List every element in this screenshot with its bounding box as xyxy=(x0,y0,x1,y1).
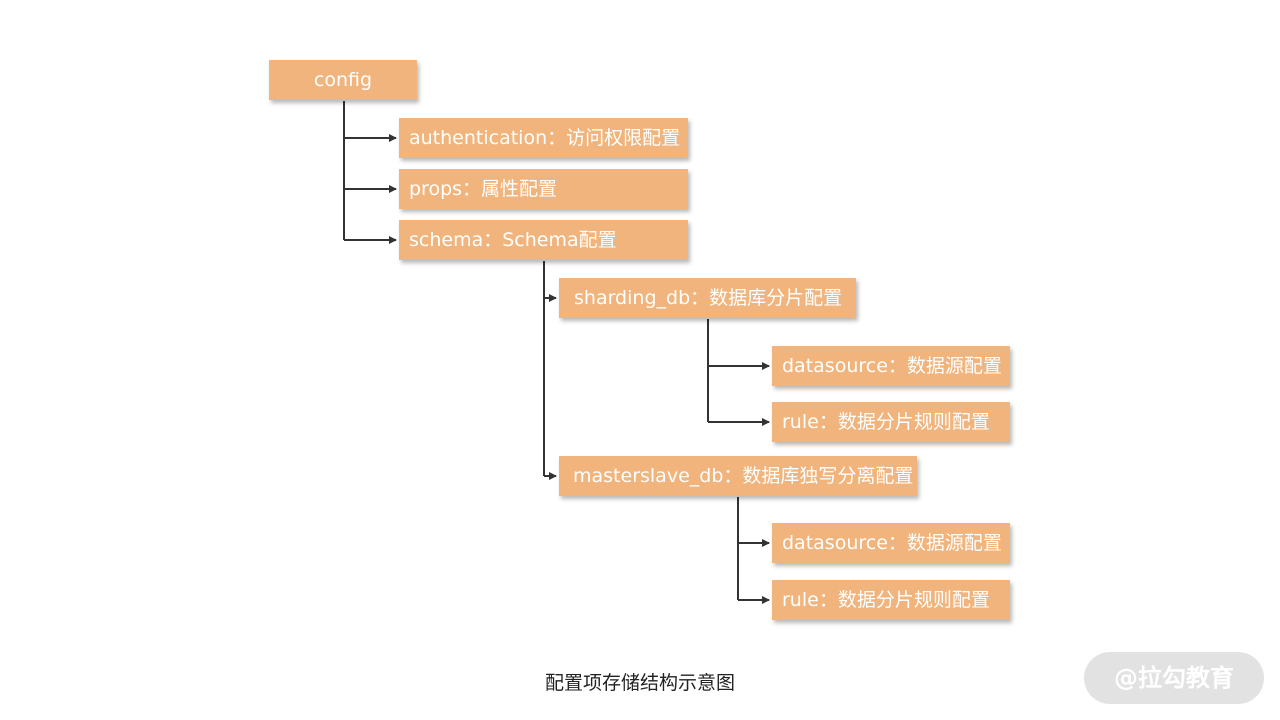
node-masterslave-rule: rule：数据分片规则配置 xyxy=(772,580,1010,620)
node-masterslave-datasource: datasource：数据源配置 xyxy=(772,523,1010,563)
figure-caption: 配置项存储结构示意图 xyxy=(544,672,735,694)
node-schema: schema：Schema配置 xyxy=(399,220,688,260)
node-config: config xyxy=(269,60,417,100)
node-sharding-db: sharding_db：数据库分片配置 xyxy=(559,278,856,318)
watermark-logo: @拉勾教育 xyxy=(1084,652,1264,704)
node-authentication: authentication：访问权限配置 xyxy=(399,118,688,158)
node-sharding-rule: rule：数据分片规则配置 xyxy=(772,402,1010,442)
node-props: props：属性配置 xyxy=(399,169,688,209)
node-masterslave-db: masterslave_db：数据库独写分离配置 xyxy=(559,456,917,496)
node-sharding-datasource: datasource：数据源配置 xyxy=(772,346,1010,386)
